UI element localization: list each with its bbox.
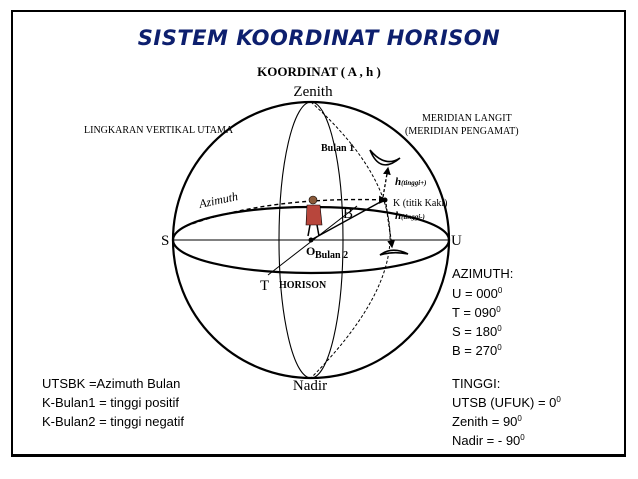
label-h-negative: h(tinggi-) [395,210,425,222]
tinggi-item: Zenith = 900 [452,414,522,429]
azimuth-heading: AZIMUTH: [452,266,513,281]
moon-1-icon [370,150,400,165]
subtitle: KOORDINAT ( A , h ) [257,64,381,79]
azimuth-item: T = 0900 [452,305,501,320]
altitude-positive-arrow [383,168,388,197]
observer-person-icon [306,196,322,236]
label-h-positive: h(tinggi+) [395,176,427,188]
label-s: S [161,233,169,249]
azimuth-item: S = 1800 [452,324,502,339]
azimuth-legend: AZIMUTH: U = 0000 T = 0900 S = 1800 B = … [452,266,513,358]
label-u: U [451,233,462,249]
tinggi-legend: TINGGI: UTSB (UFUK) = 00 Zenith = 900 Na… [452,376,561,448]
legend-item: K-Bulan1 = tinggi positif [42,395,179,410]
legend-item: UTSBK =Azimuth Bulan [42,376,180,391]
label-lingkaran-vertikal: LINGKARAN VERTIKAL UTAMA [84,125,234,136]
bulan-legend: UTSBK =Azimuth Bulan K-Bulan1 = tinggi p… [42,376,184,429]
tinggi-heading: TINGGI: [452,376,500,391]
azimuth-item: B = 2700 [452,343,502,358]
point-k [383,198,388,203]
label-nadir: Nadir [293,378,327,394]
label-o: O [306,244,315,258]
label-horison: HORISON [279,280,327,291]
tinggi-item: UTSB (UFUK) = 00 [452,395,561,410]
label-b: B [343,206,353,222]
label-meridian-langit: MERIDIAN LANGIT [422,113,512,124]
tinggi-item: Nadir = - 900 [452,433,525,448]
legend-item: K-Bulan2 = tinggi negatif [42,414,184,429]
point-o [309,238,314,243]
altitude-negative-arrow [386,204,392,247]
label-t: T [260,278,269,294]
label-azimuth-arc: Azimuth [197,189,239,211]
label-zenith: Zenith [293,84,333,100]
label-k-titik-kaki: K (titik Kaki) [393,198,447,209]
label-bulan-1: Bulan 1 [321,143,354,154]
label-meridian-pengamat: (MERIDIAN PENGAMAT) [405,126,519,137]
azimuth-item: U = 0000 [452,286,503,301]
moon-2-icon [380,250,408,255]
label-bulan-2: Bulan 2 [315,250,348,261]
